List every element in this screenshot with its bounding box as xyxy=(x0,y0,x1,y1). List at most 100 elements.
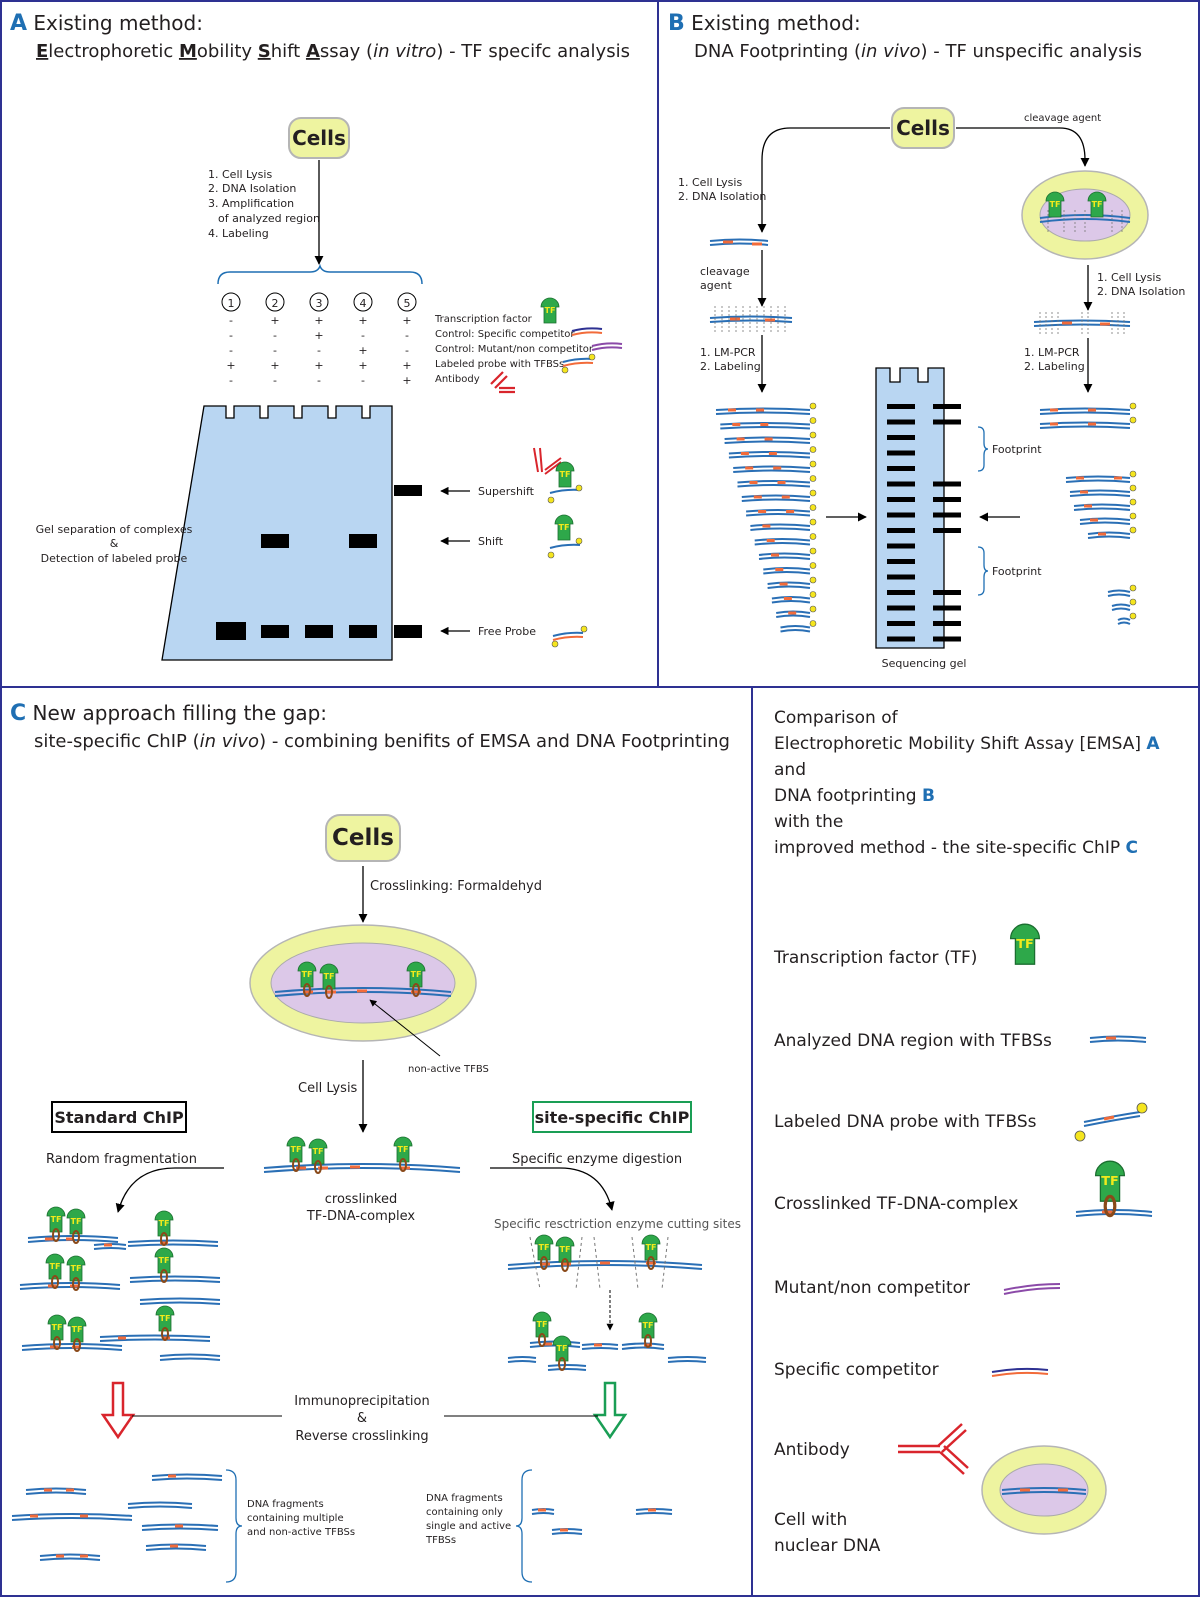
svg-text:+: + xyxy=(358,314,367,327)
svg-text:4: 4 xyxy=(360,297,367,310)
shift-complex-icon xyxy=(547,514,583,559)
svg-text:1: 1 xyxy=(228,297,235,310)
fragment-right xyxy=(1107,584,1137,597)
svg-text:improved method - the site-spe: improved method - the site-specific ChIP… xyxy=(774,838,1138,858)
svg-text:containing only: containing only xyxy=(426,1507,503,1518)
seq-band-right xyxy=(933,512,961,518)
seq-band-left xyxy=(887,590,915,595)
fragment-left xyxy=(780,620,817,633)
svg-text:A Existing method:: A Existing method: xyxy=(10,11,203,36)
gel-label-a: Gel separation of complexes & Detection … xyxy=(36,523,193,565)
svg-text:and non-active TFBSs: and non-active TFBSs xyxy=(247,1527,355,1538)
seq-band-right xyxy=(933,621,961,626)
legend-item-antibody: Antibody xyxy=(774,1440,850,1460)
svg-text:2. DNA Isolation: 2. DNA Isolation xyxy=(1097,285,1185,298)
svg-text:Electrophoretic Mobility Shift: Electrophoretic Mobility Shift Assay [EM… xyxy=(774,734,1160,754)
svg-text:-: - xyxy=(273,344,277,357)
nucleus-b xyxy=(1021,170,1149,260)
svg-text:2. Labeling: 2. Labeling xyxy=(1024,360,1085,373)
svg-text:Comparison of: Comparison of xyxy=(774,708,899,728)
fragment-left xyxy=(733,460,817,473)
steps-b-right: 1. Cell Lysis 2. DNA Isolation xyxy=(1097,271,1185,298)
svg-text:1. Cell Lysis: 1. Cell Lysis xyxy=(678,176,742,189)
seq-band-left xyxy=(887,404,915,409)
legend-item-cell: Cell with nuclear DNA xyxy=(774,1510,881,1556)
arrow-random-frag xyxy=(115,1167,224,1213)
label-cut-sites: Specific resctriction enzyme cutting sit… xyxy=(494,1217,741,1231)
label-footprint-1: Footprint xyxy=(992,443,1042,456)
arrow-ip-left xyxy=(100,1381,136,1440)
label-crosslinking: Crosslinking: Formaldehyd xyxy=(370,879,542,894)
legend-mutant-icon xyxy=(1003,1283,1061,1295)
cells-box-b xyxy=(891,107,955,149)
panel-b-letter: B xyxy=(668,11,685,36)
svg-text:nuclear DNA: nuclear DNA xyxy=(774,1536,881,1556)
label-non-active: non-active TFBS xyxy=(408,1064,489,1075)
fragment-left xyxy=(724,431,817,444)
panel-c-letter: C xyxy=(10,701,26,726)
emsa-gel xyxy=(161,405,393,661)
fragment-left xyxy=(750,518,817,531)
nucleus-c xyxy=(249,924,477,1042)
standard-chip-label: Standard ChIP xyxy=(54,1108,184,1127)
fragment-left xyxy=(737,475,817,488)
svg-text:Reverse crosslinking: Reverse crosslinking xyxy=(295,1429,428,1444)
fragment-right xyxy=(1073,498,1137,511)
fragment-left xyxy=(767,576,817,589)
svg-text:3: 3 xyxy=(316,297,323,310)
fragment-left xyxy=(746,504,817,517)
label-lmpcr-left: 1. LM-PCR 2. Labeling xyxy=(700,346,761,373)
svg-text:+: + xyxy=(314,329,323,342)
cells-label-b: Cells xyxy=(896,116,950,140)
panel-a-letter: A xyxy=(10,11,27,36)
lane-numbers: 1 2 3 4 5 xyxy=(221,292,417,312)
cells-box-c xyxy=(325,814,401,862)
seq-band-right xyxy=(933,605,961,611)
svg-text:Antibody: Antibody xyxy=(435,374,480,385)
svg-text:B Existing method:: B Existing method: xyxy=(668,11,861,36)
svg-text:+: + xyxy=(402,359,411,372)
arrow-ip-right xyxy=(592,1381,628,1440)
svg-text:C New approach filling the gap: C New approach filling the gap: xyxy=(10,701,327,726)
seq-band-left xyxy=(887,574,915,580)
svg-text:1. Cell Lysis: 1. Cell Lysis xyxy=(1097,271,1161,284)
site-specific-fragments xyxy=(507,1311,707,1371)
legend-crosslinked-icon xyxy=(1075,1159,1153,1218)
fragments-ladder-right xyxy=(1039,402,1137,625)
seq-band-left xyxy=(887,512,915,518)
svg-text:1. LM-PCR: 1. LM-PCR xyxy=(700,346,756,359)
svg-text:+: + xyxy=(270,314,279,327)
cells-label-a: Cells xyxy=(292,126,346,150)
panel-a-title: Existing method: xyxy=(33,11,203,35)
svg-text:TFBSs: TFBSs xyxy=(425,1535,456,1546)
svg-text:-: - xyxy=(317,374,321,387)
dna-b-top xyxy=(709,238,769,246)
svg-text:3. Amplification: 3. Amplification xyxy=(208,197,294,210)
svg-text:+: + xyxy=(358,344,367,357)
panel-c-subtitle: site-specific ChIP (in vivo) - combining… xyxy=(34,731,730,752)
label-footprint-2: Footprint xyxy=(992,565,1042,578)
seq-band-left xyxy=(887,497,915,502)
svg-text:4. Labeling: 4. Labeling xyxy=(208,227,269,240)
panel-a-subtitle: Electrophoretic Mobility Shift Assay (in… xyxy=(36,41,630,62)
svg-text:+: + xyxy=(314,359,323,372)
legend-specific-icon xyxy=(991,1367,1049,1377)
steps-b-left: 1. Cell Lysis 2. DNA Isolation xyxy=(678,176,766,203)
bracket-right-fragments xyxy=(515,1469,533,1583)
sequencing-bands xyxy=(887,404,961,642)
svg-text:1. LM-PCR: 1. LM-PCR xyxy=(1024,346,1080,359)
seq-band-right xyxy=(933,404,961,409)
gel-bands-a xyxy=(216,485,422,640)
seq-band-right xyxy=(933,590,961,595)
standard-chip-box xyxy=(51,1101,187,1133)
svg-text:DNA footprinting B: DNA footprinting B xyxy=(774,786,935,806)
legend-dna-icon xyxy=(1089,1035,1147,1043)
svg-text:Gel separation of complexes: Gel separation of complexes xyxy=(36,523,193,536)
svg-text:Cell with: Cell with xyxy=(774,1510,847,1530)
svg-text:Control: Mutant/non competitor: Control: Mutant/non competitor xyxy=(435,344,594,355)
dna-b-right-cleaved xyxy=(1033,312,1131,336)
svg-text:+: + xyxy=(402,314,411,327)
mutant-competitor-icon xyxy=(591,342,623,351)
